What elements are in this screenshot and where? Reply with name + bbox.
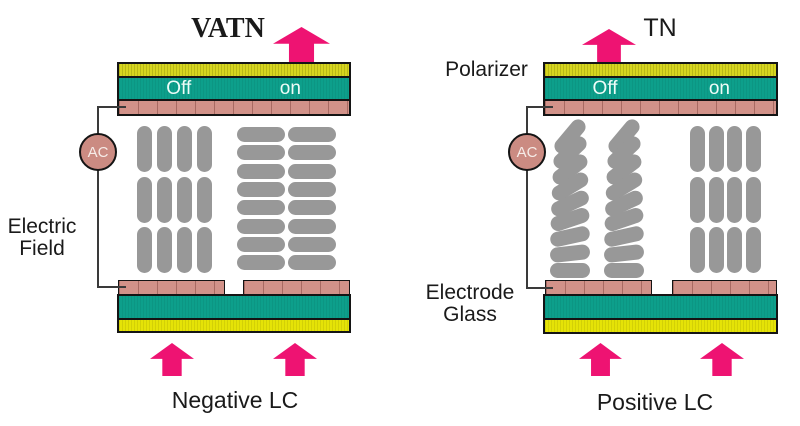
- tn-bottom-polarizer-layer: [545, 320, 776, 332]
- lc-molecule: [604, 262, 644, 278]
- vatn-top-stack: Off on: [117, 62, 351, 116]
- lc-molecule: [197, 126, 212, 172]
- lc-molecule: [549, 243, 591, 263]
- lc-molecule: [727, 126, 743, 172]
- lc-molecule: [237, 145, 285, 161]
- tn-bottom-electrode-right: [672, 280, 777, 295]
- tn-bottom-label: Positive LC: [596, 389, 714, 415]
- lc-molecule: [157, 176, 172, 223]
- electrode-glass-label: Electrode Glass: [420, 282, 520, 326]
- lc-molecule: [708, 126, 724, 172]
- lc-molecule: [288, 200, 336, 216]
- tn-top-electrode-layer: [545, 99, 776, 114]
- lc-molecule: [708, 227, 724, 273]
- electric-field-label: Electric Field: [0, 216, 84, 260]
- lc-molecule: [157, 126, 172, 172]
- vatn-bottom-stack: [117, 294, 351, 333]
- electrode-glass-label-line2: Glass: [443, 303, 497, 326]
- lc-molecule: [177, 176, 192, 223]
- tn-bottom-electrode-left: [545, 280, 652, 295]
- lc-molecule: [727, 176, 743, 223]
- polarizer-label: Polarizer: [445, 58, 528, 81]
- vatn-wire-vertical: [97, 106, 99, 287]
- tn-bottom-stack: [543, 294, 778, 334]
- lc-molecule: [727, 227, 743, 273]
- tn-bottom-glass-layer: [545, 296, 776, 320]
- vatn-wire-top: [97, 106, 126, 108]
- vatn-bottom-electrode-right: [243, 280, 350, 295]
- lc-molecule: [288, 218, 336, 234]
- vatn-bottom-light-arrow-right-icon: [273, 343, 317, 376]
- tn-wire-bottom: [526, 287, 553, 289]
- electric-field-label-line1: Electric: [7, 215, 77, 238]
- vatn-title: VATN: [191, 13, 265, 44]
- vatn-top-electrode-layer: [119, 99, 349, 114]
- tn-top-polarizer-layer: [545, 64, 776, 78]
- lc-molecule: [603, 243, 645, 263]
- tn-top-glass-layer: Off on: [545, 78, 776, 99]
- tn-wire-top: [526, 106, 553, 108]
- lc-molecule: [288, 181, 336, 197]
- lc-molecule: [237, 218, 285, 234]
- lc-molecule: [746, 126, 762, 172]
- tn-top-stack: Off on: [543, 62, 778, 116]
- lc-molecule: [288, 255, 336, 271]
- electrode-glass-label-line1: Electrode: [425, 281, 515, 304]
- vatn-bottom-label: Negative LC: [171, 387, 299, 413]
- lc-molecule: [137, 126, 152, 172]
- lc-molecule: [288, 163, 336, 179]
- lc-molecule: [237, 236, 285, 252]
- vatn-bottom-electrode-left: [118, 280, 225, 295]
- vatn-top-polarizer-layer: [119, 64, 349, 78]
- vatn-top-glass-layer: Off on: [119, 78, 349, 99]
- lc-molecule: [237, 163, 285, 179]
- lc-molecule: [237, 127, 285, 142]
- vatn-wire-bottom: [97, 286, 126, 288]
- tn-bottom-light-arrow-left-icon: [579, 343, 622, 376]
- lc-molecule: [237, 181, 285, 197]
- lc-molecule: [746, 176, 762, 223]
- lc-molecule: [690, 227, 705, 273]
- tn-on-state-label: on: [708, 77, 730, 99]
- lc-molecule: [157, 227, 172, 273]
- vatn-off-state-label: Off: [166, 77, 192, 99]
- tn-title: TN: [643, 14, 677, 42]
- lc-molecule: [177, 227, 192, 273]
- vatn-bottom-glass-layer: [119, 296, 349, 320]
- vatn-ac-label: AC: [87, 143, 109, 161]
- vatn-ac-source: AC: [79, 133, 117, 171]
- lc-molecule: [288, 145, 336, 161]
- lc-molecule: [197, 176, 212, 223]
- lc-molecule: [746, 227, 762, 273]
- tn-bottom-light-arrow-right-icon: [700, 343, 744, 376]
- lc-molecule: [177, 126, 192, 172]
- lc-molecule: [288, 127, 336, 142]
- tn-ac-label: AC: [516, 143, 538, 161]
- vatn-bottom-polarizer-layer: [119, 320, 349, 331]
- lc-molecule: [237, 200, 285, 216]
- lc-molecule: [237, 255, 285, 271]
- lc-molecule: [550, 262, 590, 278]
- lc-molecule: [197, 227, 212, 273]
- tn-wire-vertical: [526, 106, 528, 288]
- lc-molecule: [137, 227, 152, 273]
- lc-molecule: [690, 126, 705, 172]
- lc-molecule: [708, 176, 724, 223]
- tn-ac-source: AC: [508, 133, 546, 171]
- lc-molecule: [137, 176, 152, 223]
- lc-molecule: [288, 236, 336, 252]
- electric-field-label-line2: Field: [19, 237, 65, 260]
- vatn-on-state-label: on: [279, 77, 301, 99]
- lc-molecule: [690, 176, 705, 223]
- tn-off-state-label: Off: [592, 77, 618, 99]
- vatn-bottom-light-arrow-left-icon: [150, 343, 194, 376]
